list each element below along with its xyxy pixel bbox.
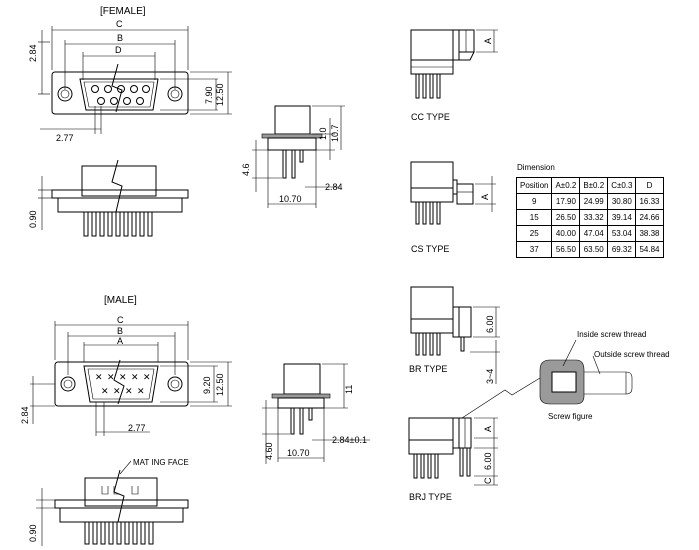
side-male-dim-1070: 10.70 xyxy=(287,448,310,458)
mating-face-label: MAT ING FACE xyxy=(133,458,189,467)
male-dim-1250: 12.50 xyxy=(215,373,225,396)
table-cell: 40.00 xyxy=(551,225,581,242)
table-cell: 69.32 xyxy=(607,241,637,258)
table-row: 15 26.50 33.32 39.14 24.66 xyxy=(515,209,664,226)
table-cell: 53.04 xyxy=(607,225,637,242)
table-cell: 30.80 xyxy=(607,193,637,210)
header-cell: Position xyxy=(515,177,553,194)
header-cell: A±0.2 xyxy=(551,177,581,194)
screw-figure-label: Screw figure xyxy=(548,412,593,421)
table-cell: 17.90 xyxy=(551,193,581,210)
table-row: 25 40.00 47.04 53.04 38.38 xyxy=(515,225,664,242)
female-side-view: 1.0 10.7 4.6 2.84 10.70 xyxy=(241,105,345,208)
male-dim-090: 0.90 xyxy=(28,524,38,542)
dimension-table-caption: Dimension xyxy=(517,163,555,172)
table-cell: 26.50 xyxy=(551,209,581,226)
side-female-dim-107: 10.7 xyxy=(330,124,340,142)
brj-type-label: BRJ TYPE xyxy=(409,492,452,502)
cs-type-view: A CS TYPE xyxy=(410,161,496,254)
dimension-table: Position A±0.2 B±0.2 C±0.3 D 9 17.90 24.… xyxy=(515,177,664,258)
male-bottom-view: MAT ING FACE 0.90 xyxy=(28,458,189,546)
female-bottom-pins xyxy=(83,211,153,237)
cc-type-view: A CC TYPE xyxy=(410,29,498,122)
header-cell: B±0.2 xyxy=(579,177,609,194)
table-row: 9 17.90 24.99 30.80 16.33 xyxy=(515,193,664,210)
table-cell: 63.50 xyxy=(579,241,609,258)
male-title: [MALE] xyxy=(104,295,137,306)
inside-screw-label: Inside screw thread xyxy=(577,330,646,339)
female-front-view: [FEMALE] C B D xyxy=(28,6,232,143)
side-female-dim-1070: 10.70 xyxy=(279,194,302,204)
brj-dim-c: C xyxy=(483,477,493,484)
male-pin-grid: ✕ ✕ ✕ ✕ ✕ ✕ ✕ ✕ ✕ xyxy=(95,372,151,396)
svg-text:✕: ✕ xyxy=(113,386,121,396)
svg-text:✕: ✕ xyxy=(125,386,133,396)
table-cell: 33.32 xyxy=(579,209,609,226)
table-cell: 24.99 xyxy=(579,193,609,210)
cs-type-label: CS TYPE xyxy=(411,244,449,254)
svg-text:✕: ✕ xyxy=(107,372,115,382)
header-cell: C±0.3 xyxy=(607,177,637,194)
side-female-dim-46: 4.6 xyxy=(241,163,251,176)
br-type-label: BR TYPE xyxy=(409,364,447,374)
table-cell: 24.66 xyxy=(635,209,664,226)
table-cell: 37 xyxy=(515,241,553,258)
br-type-view: 6.00 3~4 BR TYPE xyxy=(409,286,500,384)
side-male-dim-284: 2.84±0.1 xyxy=(332,435,367,445)
table-cell: 39.14 xyxy=(607,209,637,226)
male-dim-a: A xyxy=(117,336,123,346)
female-dim-284: 2.84 xyxy=(28,44,38,62)
female-dim-c: C xyxy=(116,19,123,29)
header-cell: D xyxy=(635,177,664,194)
svg-text:✕: ✕ xyxy=(119,372,127,382)
table-cell: 25 xyxy=(515,225,553,242)
table-cell: 38.38 xyxy=(635,225,664,242)
cc-dim-a: A xyxy=(483,38,493,44)
side-female-dim-10: 1.0 xyxy=(318,127,328,140)
br-dim-600: 6.00 xyxy=(485,315,495,333)
brj-type-view: A 6.00 C BRJ TYPE xyxy=(408,377,541,502)
female-dim-b: B xyxy=(117,33,123,43)
br-dim-34: 3~4 xyxy=(485,369,495,384)
female-bottom-view: 0.90 xyxy=(28,159,189,237)
male-dim-920: 9.20 xyxy=(202,376,212,394)
male-dim-b: B xyxy=(117,326,123,336)
table-cell: 9 xyxy=(515,193,553,210)
female-dim-790: 7.90 xyxy=(204,86,214,104)
svg-text:✕: ✕ xyxy=(95,372,103,382)
cs-dim-a: A xyxy=(480,194,490,200)
table-cell: 56.50 xyxy=(551,241,581,258)
svg-text:✕: ✕ xyxy=(143,372,151,382)
male-dim-c: C xyxy=(117,315,124,325)
female-dim-277: 2.77 xyxy=(56,133,74,143)
side-male-dim-11: 11 xyxy=(344,385,354,394)
female-dim-d: D xyxy=(115,45,122,55)
female-dim-1250: 12.50 xyxy=(215,83,225,106)
outside-screw-label: Outside screw thread xyxy=(594,350,670,359)
table-cell: 15 xyxy=(515,209,553,226)
screw-figure: Inside screw thread Outside screw thread… xyxy=(539,330,670,421)
brj-dim-600: 6.00 xyxy=(483,452,493,470)
svg-text:✕: ✕ xyxy=(137,386,145,396)
female-title: [FEMALE] xyxy=(100,6,146,17)
cc-type-label: CC TYPE xyxy=(411,112,450,122)
male-side-view: 11 4.60 2.84±0.1 10.70 xyxy=(262,363,370,464)
table-cell: 54.84 xyxy=(635,241,664,258)
male-dim-277: 2.77 xyxy=(128,423,146,433)
side-female-dim-284: 2.84 xyxy=(325,182,343,192)
table-cell: 47.04 xyxy=(579,225,609,242)
male-front-view: [MALE] C B A ✕ ✕ ✕ ✕ ✕ ✕ ✕ ✕ ✕ 2.84 xyxy=(20,295,232,436)
table-row: 37 56.50 63.50 69.32 54.84 xyxy=(515,241,664,258)
female-dim-090: 0.90 xyxy=(28,210,38,228)
male-bottom-pins xyxy=(84,521,154,545)
table-cell: 16.33 xyxy=(635,193,664,210)
side-male-dim-460: 4.60 xyxy=(264,442,274,460)
male-dim-284: 2.84 xyxy=(20,406,30,424)
svg-text:✕: ✕ xyxy=(131,372,139,382)
brj-dim-a: A xyxy=(483,426,493,432)
table-header-row: Position A±0.2 B±0.2 C±0.3 D xyxy=(515,177,664,194)
svg-text:✕: ✕ xyxy=(101,386,109,396)
